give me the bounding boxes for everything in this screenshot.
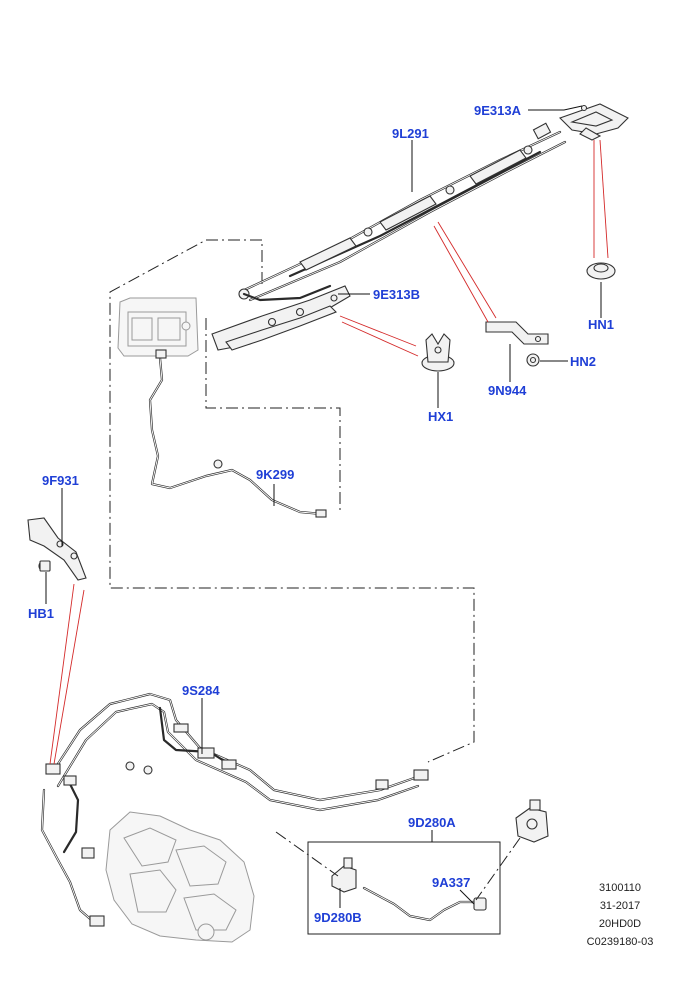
callout-9d280b: 9D280B: [314, 910, 362, 925]
ref-line-1: 3100110: [599, 882, 641, 894]
sensor-9d280b: [331, 857, 357, 893]
inset-detail-box: [307, 841, 501, 935]
nut-hn2: [526, 353, 540, 367]
callout-9n944: 9N944: [488, 383, 527, 398]
callout-9a337: 9A337: [432, 875, 470, 890]
callout-9d280a: 9D280A: [408, 815, 456, 830]
callout-9e313b: 9E313B: [373, 287, 420, 302]
intake-manifold-ghost: [105, 811, 255, 943]
callout-leaders: [45, 105, 602, 908]
high-pressure-pump: [515, 799, 549, 843]
callout-9l291: 9L291: [392, 126, 429, 141]
callout-hx1: HX1: [428, 409, 453, 424]
bolt-hb1: [38, 560, 51, 572]
reference-leaders: [49, 139, 609, 765]
pressure-pipe-9d280a: [362, 886, 487, 922]
callout-9k299: 9K299: [256, 467, 294, 482]
bracket-9n944: [485, 321, 549, 345]
routing-box-middle: [205, 318, 341, 510]
fuel-hose-9s284: [40, 692, 429, 927]
reference-block: 3100110 31-2017 20HD0D C0239180-03: [587, 882, 654, 948]
ref-line-3: 20HD0D: [599, 918, 641, 930]
hose-9k299: [148, 349, 327, 518]
routing-line-pump: [475, 837, 521, 901]
nut-hn1: [586, 262, 616, 280]
callout-9s284: 9S284: [182, 683, 220, 698]
routing-box-upper: [109, 239, 475, 763]
callout-9e313a: 9E313A: [474, 103, 522, 118]
fuel-rail-assembly: [238, 122, 567, 302]
callout-hb1: HB1: [28, 606, 54, 621]
callout-hn2: HN2: [570, 354, 596, 369]
bracket-9e313a: [558, 103, 629, 141]
routing-line-sensor: [275, 831, 339, 877]
ref-line-4: C0239180-03: [587, 936, 654, 948]
clip-hx1: [421, 333, 455, 372]
callout-hn1: HN1: [588, 317, 614, 332]
ref-line-2: 31-2017: [600, 900, 640, 912]
evap-canister-ghost: [117, 297, 199, 357]
bracket-9f931: [27, 517, 87, 581]
callout-9f931: 9F931: [42, 473, 79, 488]
rail-bracket-lower: [211, 284, 351, 351]
